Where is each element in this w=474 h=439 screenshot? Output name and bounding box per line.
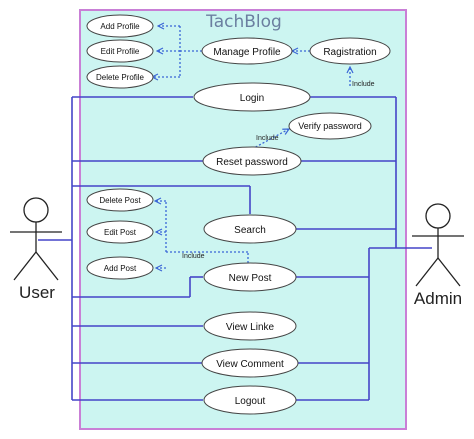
label-login: Login xyxy=(240,93,264,104)
use-case-view-linke xyxy=(203,311,297,341)
label-new-post: New Post xyxy=(229,273,272,284)
include-label-registration: Include xyxy=(352,81,375,88)
user-actor-label: User xyxy=(19,283,55,302)
use-case-login xyxy=(193,82,311,112)
label-reset-password: Reset password xyxy=(216,157,288,168)
label-delete-profile: Delete Profile xyxy=(96,73,145,82)
label-add-post: Add Post xyxy=(104,264,137,273)
use-case-edit-profile xyxy=(86,39,154,63)
use-case-edit-post xyxy=(86,220,154,244)
use-case-delete-profile xyxy=(86,65,154,89)
include-label-new-post: Include xyxy=(182,253,205,260)
use-case-view-comment xyxy=(201,348,299,378)
use-case-search xyxy=(203,214,297,244)
use-case-manage-profile xyxy=(201,37,293,65)
system-title: TachBlog xyxy=(205,12,282,32)
label-search: Search xyxy=(234,225,266,236)
admin-actor-label: Admin xyxy=(414,289,462,308)
label-delete-post: Delete Post xyxy=(99,196,141,205)
use-case-add-post xyxy=(86,256,154,280)
use-case-reset-password xyxy=(202,146,302,176)
admin-actor-icon xyxy=(412,203,464,287)
label-edit-post: Edit Post xyxy=(104,228,137,237)
user-actor-icon xyxy=(10,197,62,281)
label-edit-profile: Edit Profile xyxy=(101,47,140,56)
label-logout: Logout xyxy=(235,396,266,407)
associations xyxy=(38,96,432,401)
use-case-registration xyxy=(309,37,391,65)
include-relations xyxy=(152,26,350,268)
use-case-logout xyxy=(203,385,297,415)
label-view-comment: View Comment xyxy=(216,359,284,370)
use-case-delete-post xyxy=(86,188,154,212)
include-label-verify: Include xyxy=(256,135,279,142)
label-view-linke: View Linke xyxy=(226,322,275,333)
label-registration: Ragistration xyxy=(323,47,376,58)
use-case-verify-password xyxy=(288,112,372,140)
label-manage-profile: Manage Profile xyxy=(213,47,281,58)
use-case-add-profile xyxy=(86,14,154,38)
label-add-profile: Add Profile xyxy=(100,22,140,31)
use-case-new-post xyxy=(203,262,297,292)
label-verify-password: Verify password xyxy=(298,121,362,131)
